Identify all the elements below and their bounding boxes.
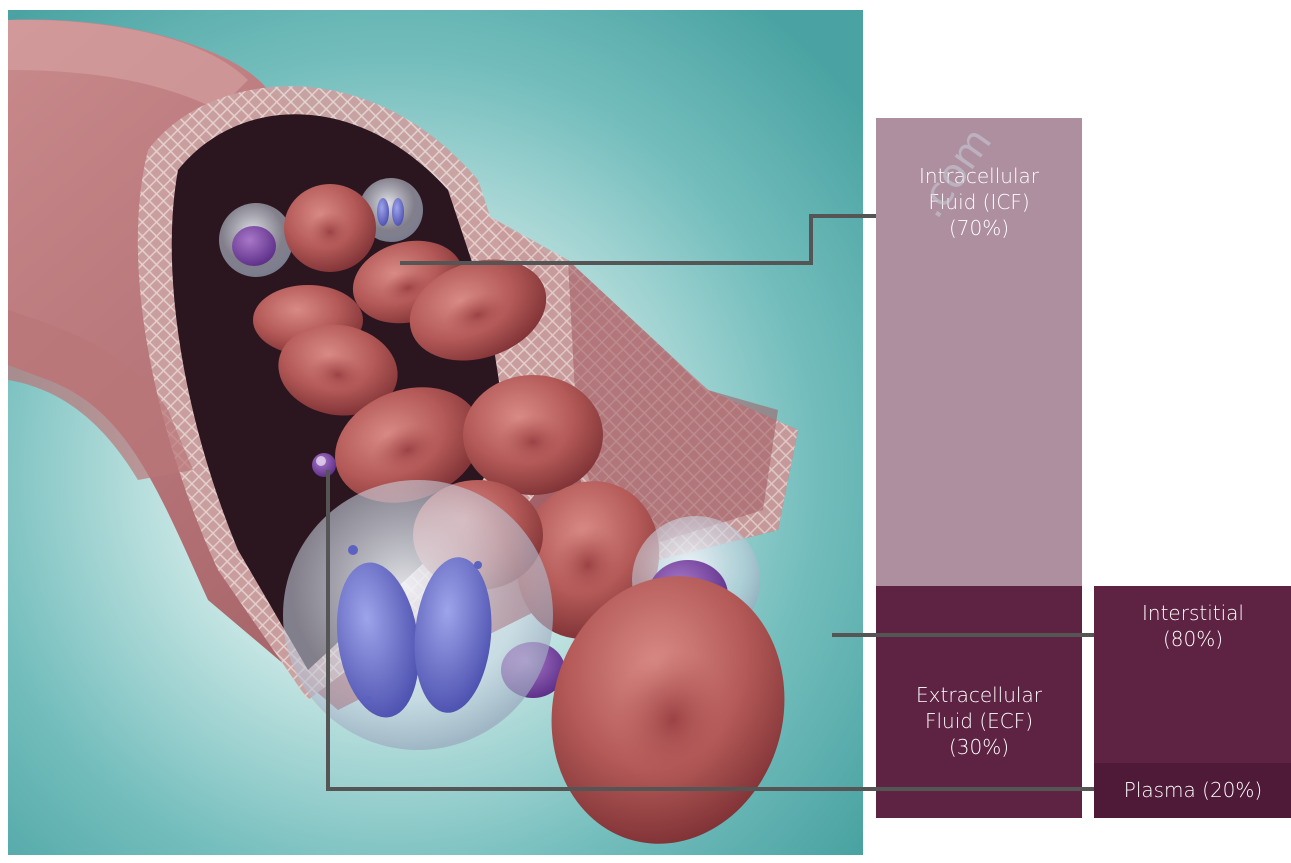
interstitial-percent: (80%) (1094, 626, 1291, 652)
plasma-text: Plasma (20%) (1094, 777, 1291, 803)
icf-name-line2: Fluid (ICF) (876, 189, 1082, 215)
white-cell-top-left (219, 203, 293, 277)
ecf-bar: Extracellular Fluid (ECF) (30%) (876, 586, 1082, 818)
ecf-label: Extracellular Fluid (ECF) (30%) (876, 682, 1082, 760)
interstitial-bar: Interstitial (80%) (1094, 586, 1291, 763)
interstitial-label: Interstitial (80%) (1094, 600, 1291, 652)
platelet (312, 453, 336, 477)
plasma-bar: Plasma (20%) (1094, 763, 1291, 818)
interstitial-name: Interstitial (1094, 600, 1291, 626)
ecf-name-line1: Extracellular (876, 682, 1082, 708)
icf-bar: Intracellular Fluid (ICF) (70%) (876, 118, 1082, 586)
icf-percent: (70%) (876, 215, 1082, 241)
ecf-percent: (30%) (876, 734, 1082, 760)
plasma-label: Plasma (20%) (1094, 777, 1291, 803)
blood-vessel-illustration (8, 10, 863, 855)
ecf-name-line2: Fluid (ECF) (876, 708, 1082, 734)
white-cell-large (283, 480, 553, 750)
